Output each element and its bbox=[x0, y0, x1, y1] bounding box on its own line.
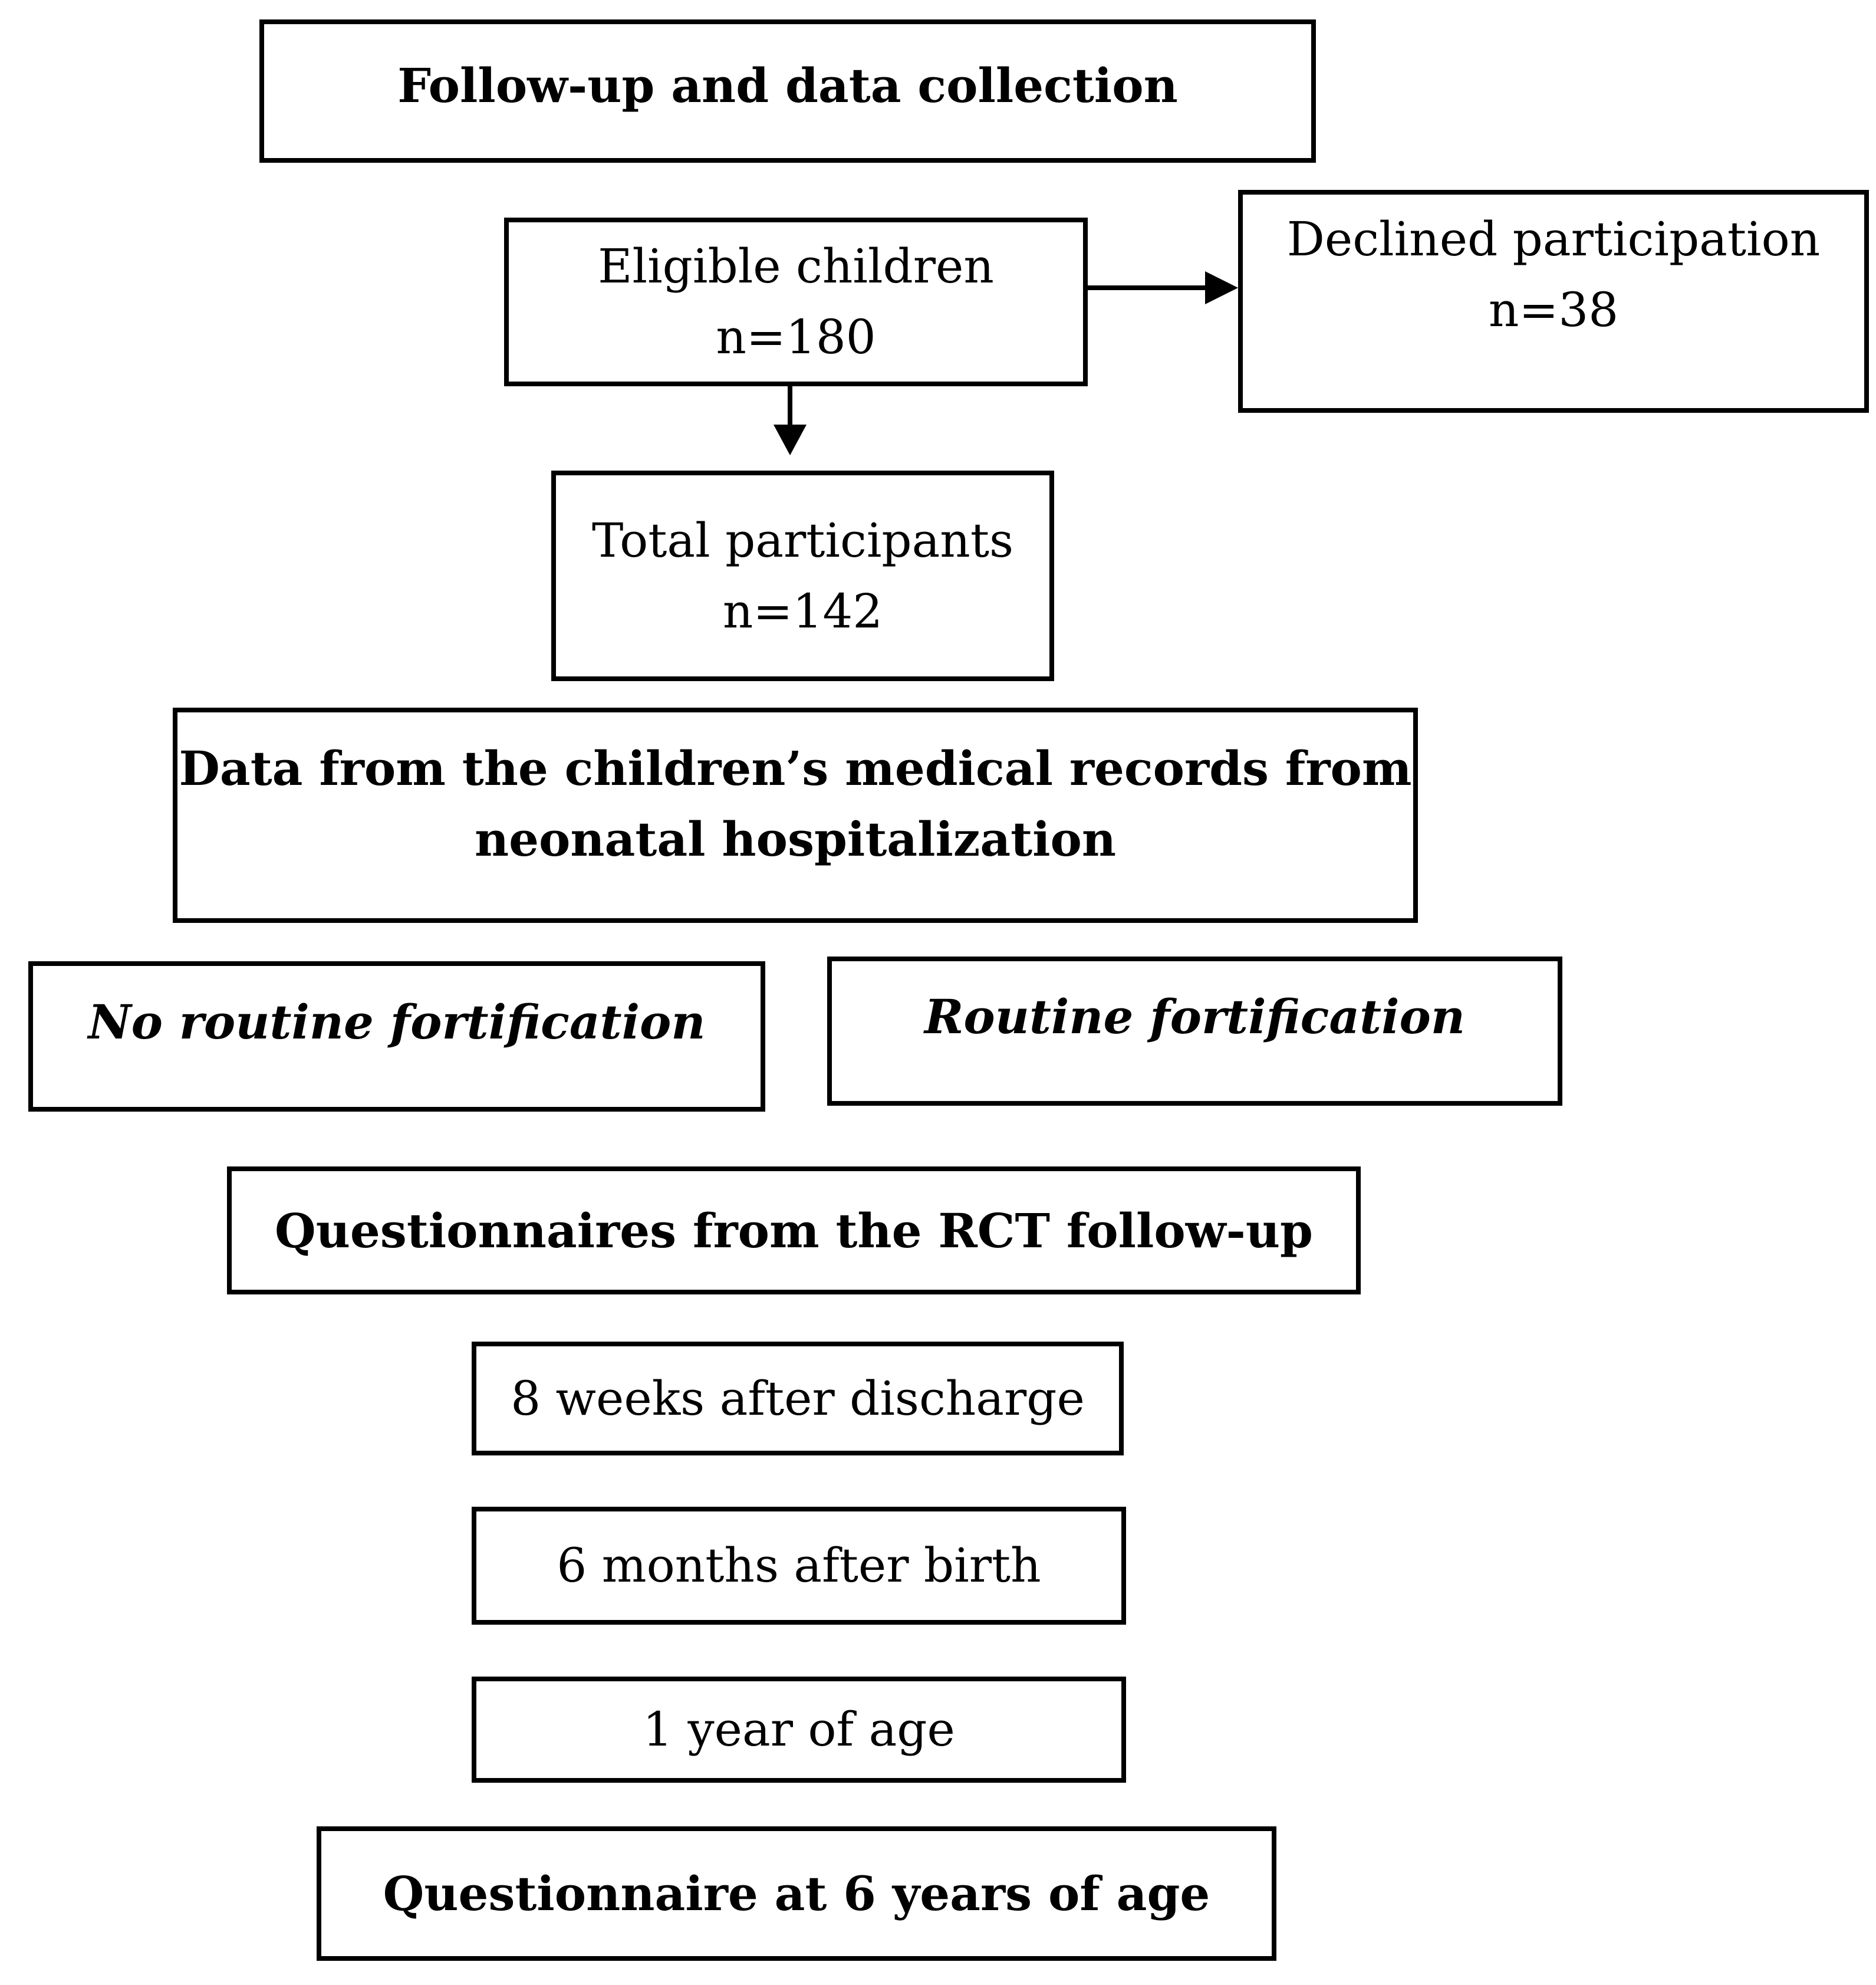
box-label: Declined participation bbox=[1286, 212, 1821, 267]
box-label: No routine fortification bbox=[88, 994, 706, 1050]
box-label: 6 months after birth bbox=[557, 1538, 1041, 1593]
box-label: 8 weeks after discharge bbox=[511, 1371, 1085, 1426]
box-count: n=38 bbox=[1488, 282, 1619, 337]
box-label: Routine fortification bbox=[924, 988, 1466, 1044]
arrowhead-down-icon bbox=[774, 425, 807, 455]
box-medical-records: Data from the children’s medical records… bbox=[173, 708, 1418, 923]
box-label: 1 year of age bbox=[643, 1702, 955, 1757]
box-label: Total participants bbox=[591, 512, 1014, 568]
box-follow-up-and-data-collection: Follow-up and data collection bbox=[259, 19, 1316, 163]
box-count: n=142 bbox=[722, 583, 883, 639]
box-label: Questionnaires from the RCT follow-up bbox=[275, 1202, 1313, 1258]
box-label: Eligible children bbox=[598, 239, 994, 294]
box-8-weeks-after-discharge: 8 weeks after discharge bbox=[472, 1342, 1124, 1455]
box-questionnaire-6-years: Questionnaire at 6 years of age bbox=[317, 1826, 1276, 1961]
box-questionnaires-rct-follow-up: Questionnaires from the RCT follow-up bbox=[227, 1166, 1361, 1294]
arrow-eligible-to-declined-line bbox=[1088, 285, 1212, 290]
box-6-months-after-birth: 6 months after birth bbox=[472, 1507, 1126, 1625]
box-line1: Data from the children’s medical records… bbox=[179, 740, 1412, 796]
box-1-year-of-age: 1 year of age bbox=[472, 1677, 1126, 1783]
box-eligible-children: Eligible children n=180 bbox=[504, 218, 1088, 386]
arrow-eligible-to-total-line bbox=[788, 386, 792, 426]
box-routine-fortification: Routine fortification bbox=[827, 957, 1562, 1106]
box-count: n=180 bbox=[716, 310, 876, 364]
box-label: Questionnaire at 6 years of age bbox=[383, 1866, 1210, 1921]
box-label: Follow-up and data collection bbox=[397, 57, 1178, 113]
box-total-participants: Total participants n=142 bbox=[551, 471, 1054, 681]
box-declined-participation: Declined participation n=38 bbox=[1238, 190, 1869, 413]
box-no-routine-fortification: No routine fortification bbox=[28, 961, 765, 1112]
box-line2: neonatal hospitalization bbox=[474, 811, 1117, 867]
arrowhead-right-icon bbox=[1205, 271, 1238, 304]
